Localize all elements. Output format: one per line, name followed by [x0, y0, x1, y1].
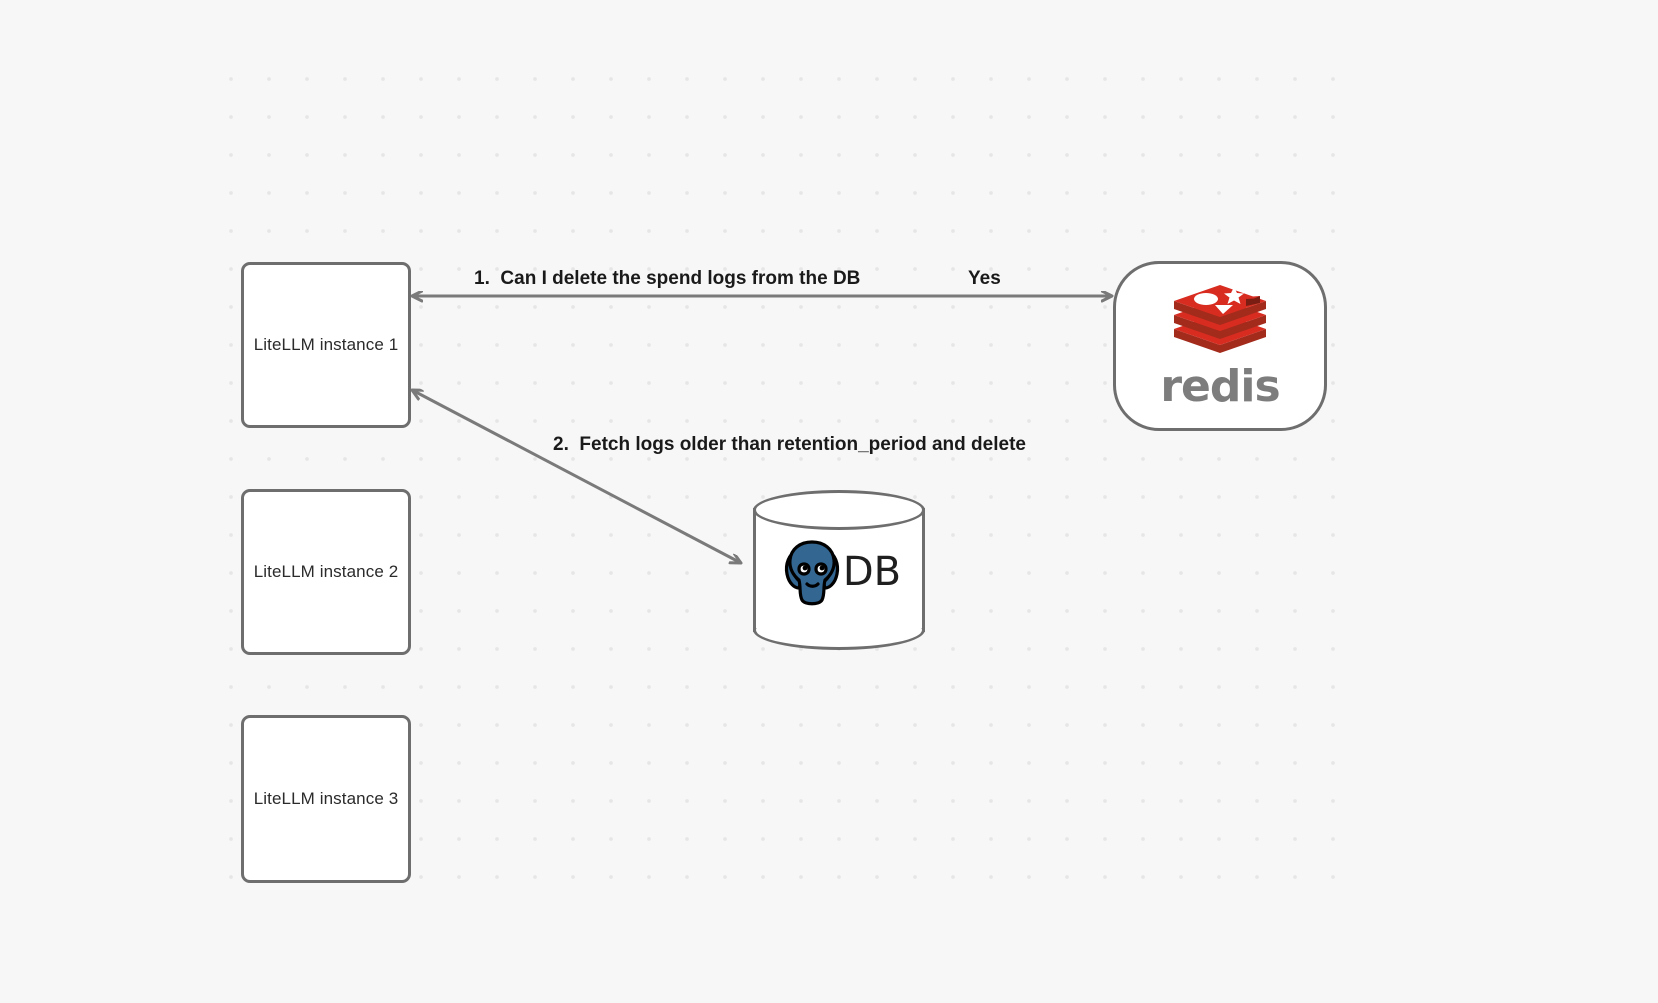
node-label-litellm-2: LiteLLM instance 2 [253, 562, 399, 581]
node-label-litellm-1: LiteLLM instance 1 [253, 335, 399, 354]
redis-logo [1174, 285, 1266, 353]
edge-label-question: 1. Can I delete the spend logs from the … [474, 268, 861, 289]
postgresql-elephant-icon [784, 540, 839, 606]
redis-wordmark: redis [1160, 361, 1280, 412]
node-litellm-instance-3[interactable]: LiteLLM instance 3 [241, 715, 411, 883]
node-label-litellm-3: LiteLLM instance 3 [253, 789, 399, 808]
node-redis[interactable]: redis [1113, 261, 1327, 431]
edge-label-fetch-delete: 2. Fetch logs older than retention_perio… [553, 434, 1026, 455]
database-label: DB [842, 549, 902, 595]
node-litellm-instance-2[interactable]: LiteLLM instance 2 [241, 489, 411, 655]
cylinder-top [753, 490, 925, 530]
node-litellm-instance-1[interactable]: LiteLLM instance 1 [241, 262, 411, 428]
node-database[interactable]: DB [753, 490, 925, 650]
edge-label-answer: Yes [968, 268, 1001, 289]
